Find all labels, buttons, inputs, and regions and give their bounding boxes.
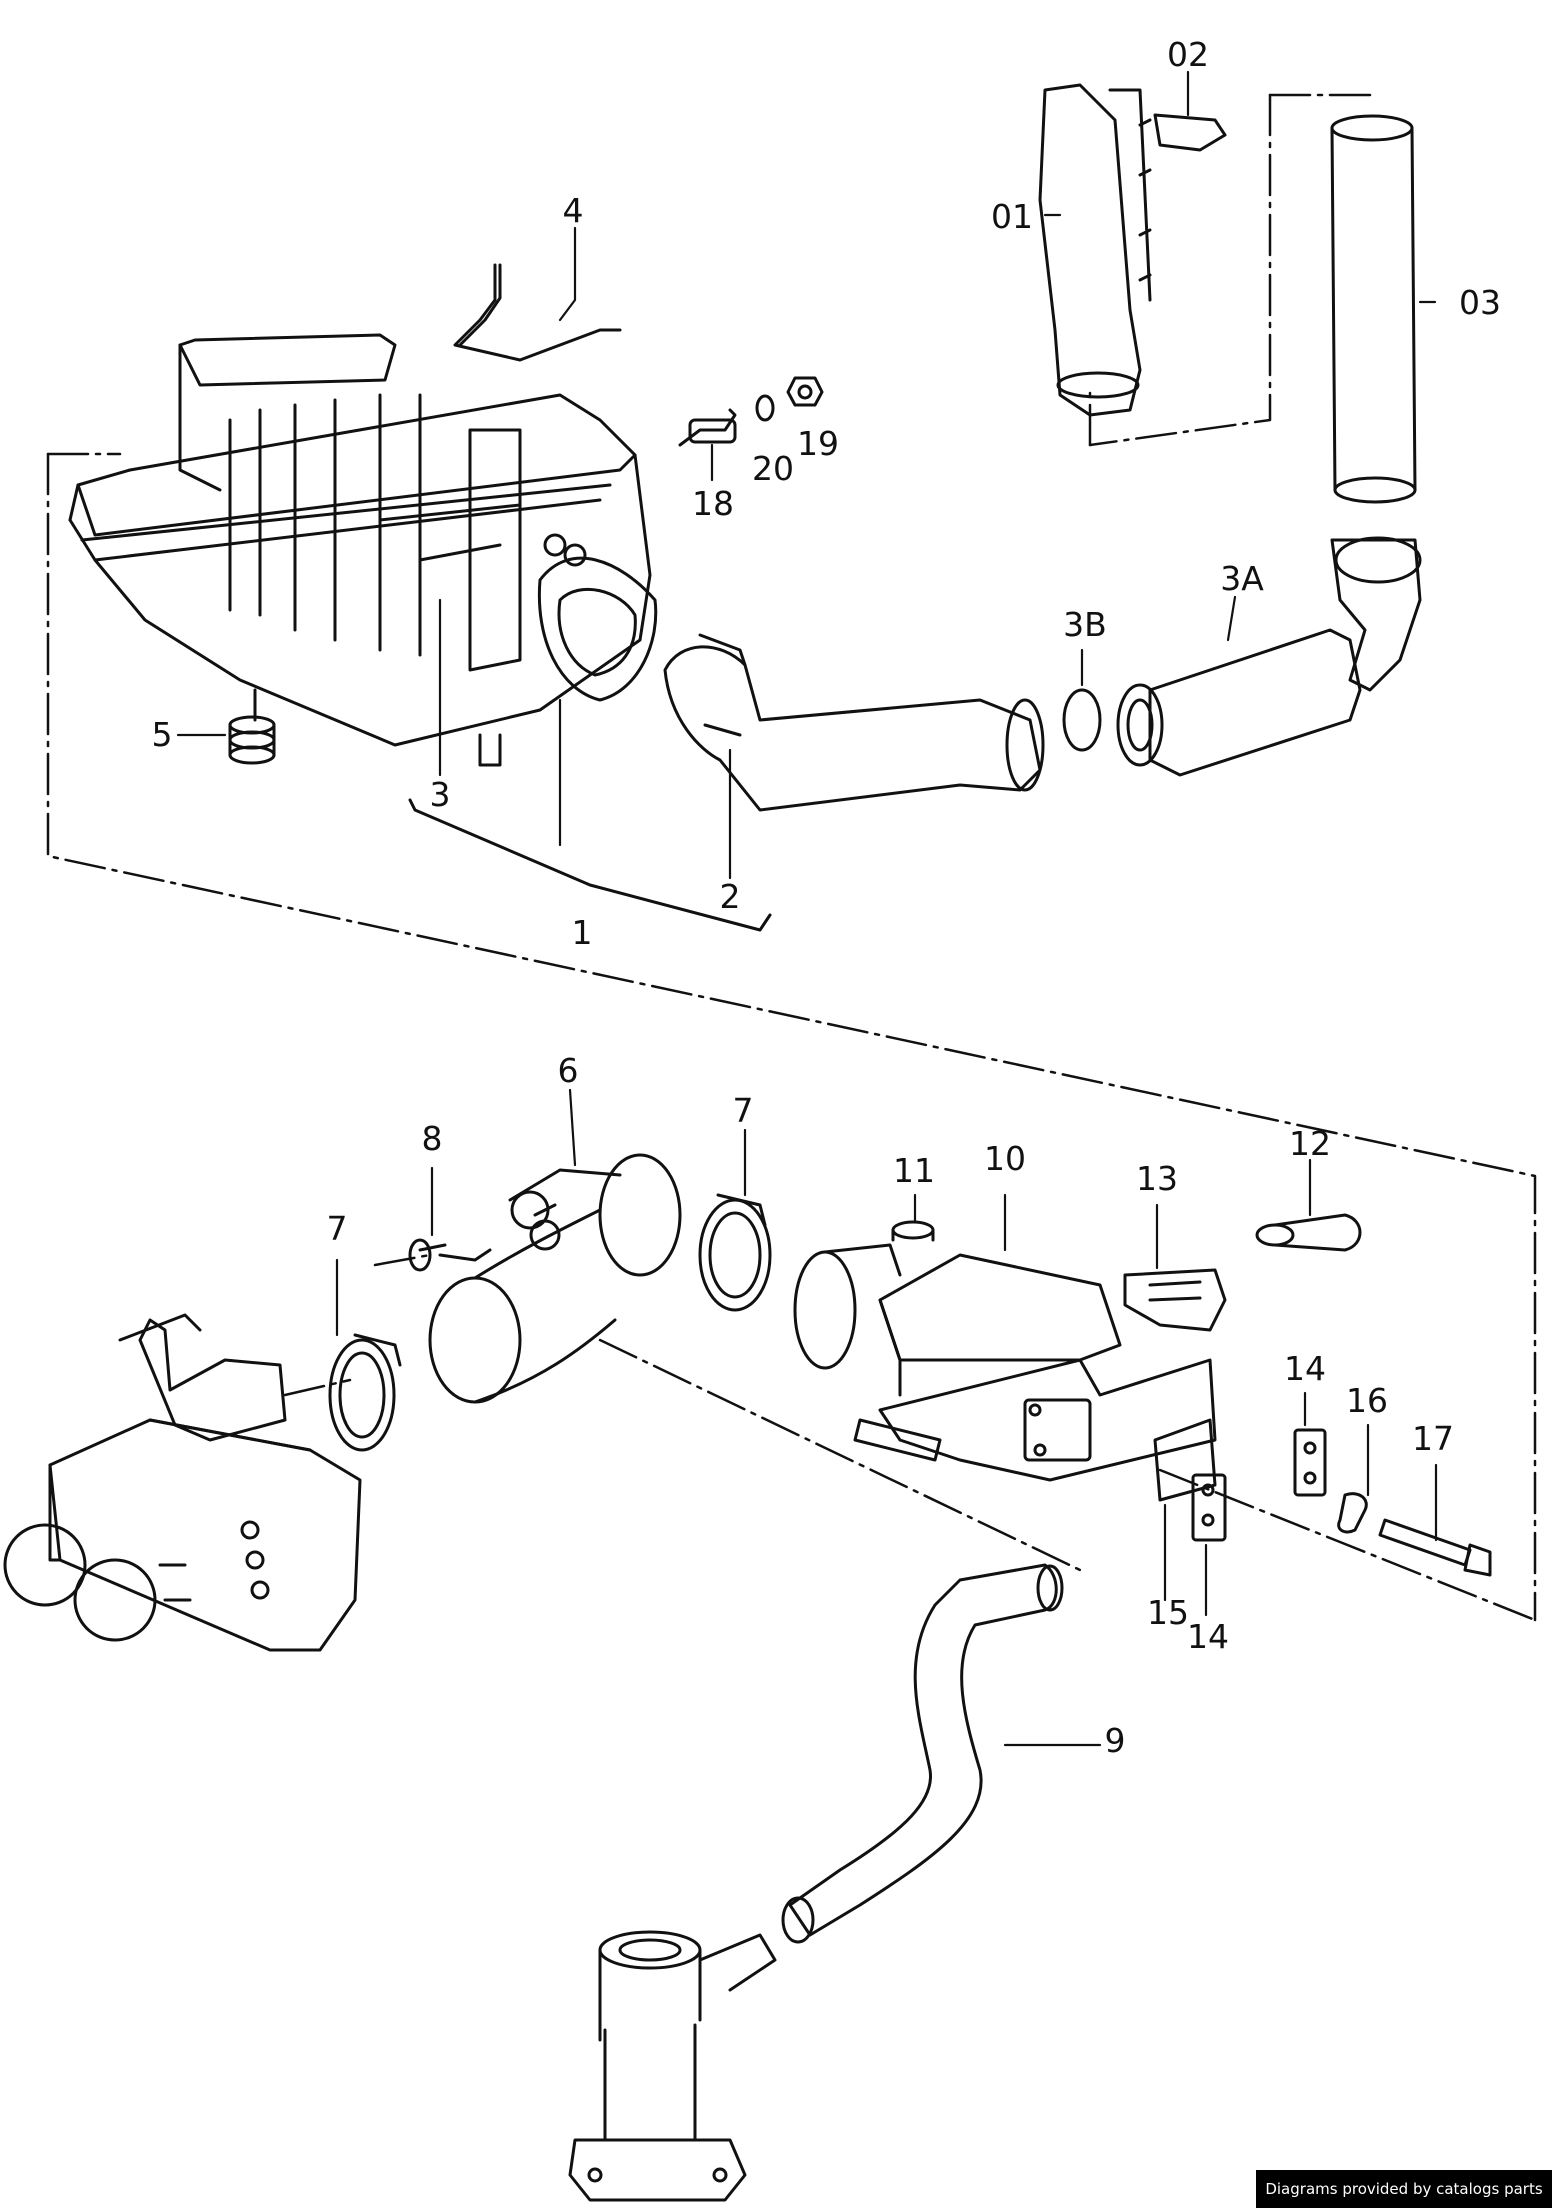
air-flow-meter [793,1220,1217,1482]
callout-16: 16 [1346,1381,1388,1420]
callout-12: 12 [1289,1124,1331,1163]
breather-pipe [568,1930,777,2202]
callout-14-lower: 14 [1187,1617,1229,1656]
callout-4: 4 [563,191,584,230]
snorkel-and-clip [1038,83,1227,417]
vacuum-hose [781,1563,1064,1944]
callout-18: 18 [692,484,734,523]
callout-3B: 3B [1063,605,1107,644]
bolt [1378,1518,1492,1577]
throttle-body [3,1313,362,1652]
callout-01: 01 [991,197,1033,236]
callout-8: 8 [422,1119,443,1158]
intake-duct [663,633,1045,812]
callout-1: 1 [572,913,593,952]
callout-3: 3 [430,775,451,814]
small-fittings [678,376,824,447]
hose-clamp [698,1193,772,1312]
callout-02: 02 [1167,35,1209,74]
rubber-mount [228,715,276,765]
assembly-frame-lines [46,93,1537,1622]
callout-10: 10 [984,1139,1026,1178]
group-bracket [408,798,772,932]
callout-7-left: 7 [327,1209,348,1248]
callout-19: 19 [797,424,839,463]
gasket-plates [1153,1418,1368,1542]
callout-15: 15 [1147,1593,1189,1632]
callout-labels: 01 02 03 1 2 3 3A 3B 4 5 6 7 7 8 9 10 11… [152,35,1502,1760]
callout-03: 03 [1459,283,1501,322]
wire-bracket [453,263,622,362]
callout-6: 6 [558,1051,579,1090]
callout-13: 13 [1136,1159,1178,1198]
air-filter-housing [68,333,658,767]
intake-boot [408,1153,682,1404]
callout-2: 2 [720,877,741,916]
ring-seal [1062,688,1102,752]
callout-14-upper: 14 [1284,1349,1326,1388]
connector [1123,1268,1227,1332]
cap [1255,1213,1362,1252]
callout-3A: 3A [1220,559,1264,598]
filter-element [1116,628,1362,777]
callout-20: 20 [752,449,794,488]
callout-9: 9 [1105,1721,1126,1760]
diagram-credit: Diagrams provided by catalogs parts [1256,2170,1552,2208]
leader-lines [176,70,1438,1747]
callout-7-right: 7 [733,1091,754,1130]
corrugated-hose [1330,114,1422,692]
hose-clamp [328,1333,402,1452]
callout-17: 17 [1412,1419,1454,1458]
callout-11: 11 [893,1151,935,1190]
callout-5: 5 [152,715,173,754]
